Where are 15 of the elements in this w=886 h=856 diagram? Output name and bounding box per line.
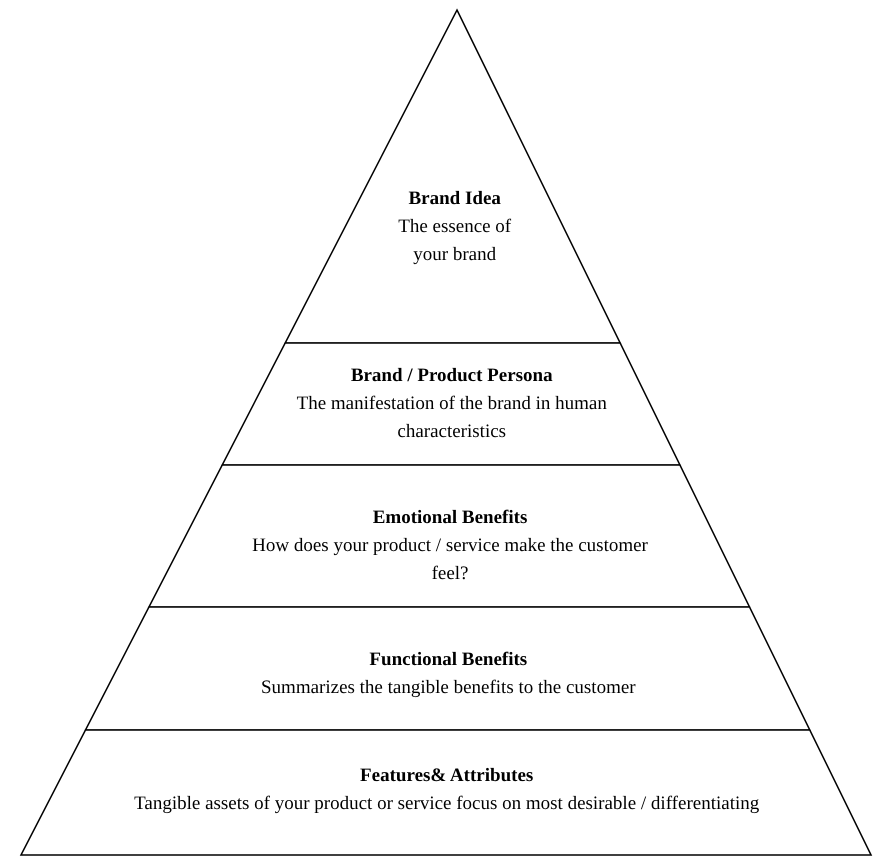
tier-heading: Brand / Product Persona [350,364,554,388]
tier-heading: Functional Benefits [368,648,528,672]
tier-description: Tangible assets of your product or service focus on most desirable / differentiating [133,792,760,816]
tier-description: The manifestation of the brand in human characteristics [296,392,608,444]
pyramid-tier [20,730,872,855]
pyramid-tier [285,10,621,343]
tier-heading: Emotional Benefits [372,506,528,530]
tier-description: Summarizes the tangible benefits to the customer [260,676,637,700]
tier-heading: Brand Idea [408,187,502,211]
pyramid-tier [222,343,680,465]
tier-description: The essence of your brand [397,215,512,267]
tier-description: How does your product / service make the customer feel? [251,534,649,586]
pyramid-tier [85,607,810,730]
pyramid-tier [148,465,750,607]
tier-heading: Features& Attributes [359,764,534,788]
